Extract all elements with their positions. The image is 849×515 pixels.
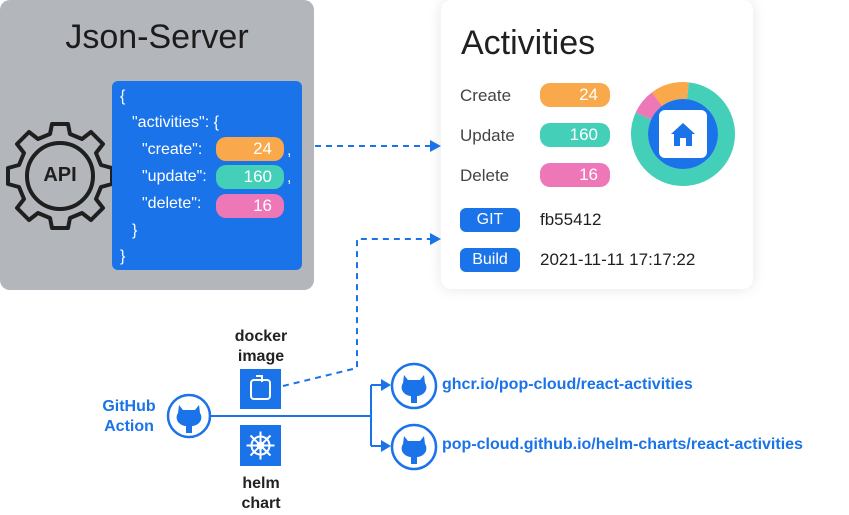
json-server-title: Json-Server (65, 18, 249, 56)
json-comma-1: , (287, 142, 292, 159)
docker-to-card-arrow (282, 238, 430, 387)
docker-image-icon-square (250, 379, 271, 400)
metric-value-update: 160 (540, 123, 610, 147)
git-value: fb55412 (540, 210, 602, 229)
helm-repo-label: pop-cloud.github.io/helm-charts/react-ac… (442, 436, 803, 453)
docker-to-card-arrowhead (430, 233, 441, 245)
json-key-create: "create": (142, 141, 203, 158)
helm-repo-github-icon (401, 436, 427, 464)
home-icon (671, 123, 695, 146)
json-delete-value: 16 (216, 194, 284, 218)
donut-slice-create (651, 82, 689, 106)
metric-value-delete: 16 (540, 163, 610, 187)
json-inner-close: } (132, 222, 138, 239)
card-title: Activities (461, 24, 596, 62)
helm-chart-label-line1: helm (242, 475, 280, 492)
git-tag: GIT (460, 208, 520, 232)
json-key-update: "update": (142, 168, 207, 185)
donut-slice-update (631, 82, 735, 187)
json-code-box: { "activities": { "create": 24 , "update… (112, 81, 302, 270)
build-value: 2021-11-11 17:17:22 (540, 250, 696, 269)
json-outer-close: } (120, 248, 126, 265)
docker-image-label: docker image (220, 327, 302, 367)
helm-chart-label: helm chart (220, 474, 302, 514)
json-create-value: 24 (216, 137, 284, 161)
metric-label-create: Create (460, 86, 512, 105)
docker-image-label-line1: docker (234, 328, 288, 345)
api-label: API (43, 164, 77, 186)
metric-label-update: Update (460, 126, 515, 145)
helm-wheel-icon (246, 431, 275, 460)
json-key-delete: "delete": (142, 195, 202, 212)
donut-slice-delete (635, 92, 663, 120)
github-action-label-line2: Action (104, 418, 154, 435)
json-open-brace: { (120, 88, 126, 105)
server-to-card-arrowhead (430, 140, 441, 152)
metric-label-delete: Delete (460, 166, 510, 185)
github-action-label: GitHub Action (90, 397, 168, 437)
pipeline-arrowhead-bottom (381, 440, 391, 452)
json-key-activities: "activities": { (132, 114, 219, 131)
ghcr-github-icon (401, 375, 427, 403)
docker-image-icon-corner (256, 375, 263, 382)
ghcr-repo-label: ghcr.io/pop-cloud/react-activities (442, 376, 693, 393)
json-comma-2: , (287, 169, 292, 186)
json-update-value: 160 (216, 165, 284, 189)
helm-chart-label-line2: chart (241, 495, 281, 512)
github-action-icon (176, 405, 202, 433)
docker-image-label-line2: image (237, 348, 285, 365)
build-tag: Build (460, 248, 520, 272)
github-action-label-line1: GitHub (102, 398, 156, 415)
metric-value-create: 24 (540, 83, 610, 107)
pipeline-arrowhead-top (381, 379, 391, 391)
